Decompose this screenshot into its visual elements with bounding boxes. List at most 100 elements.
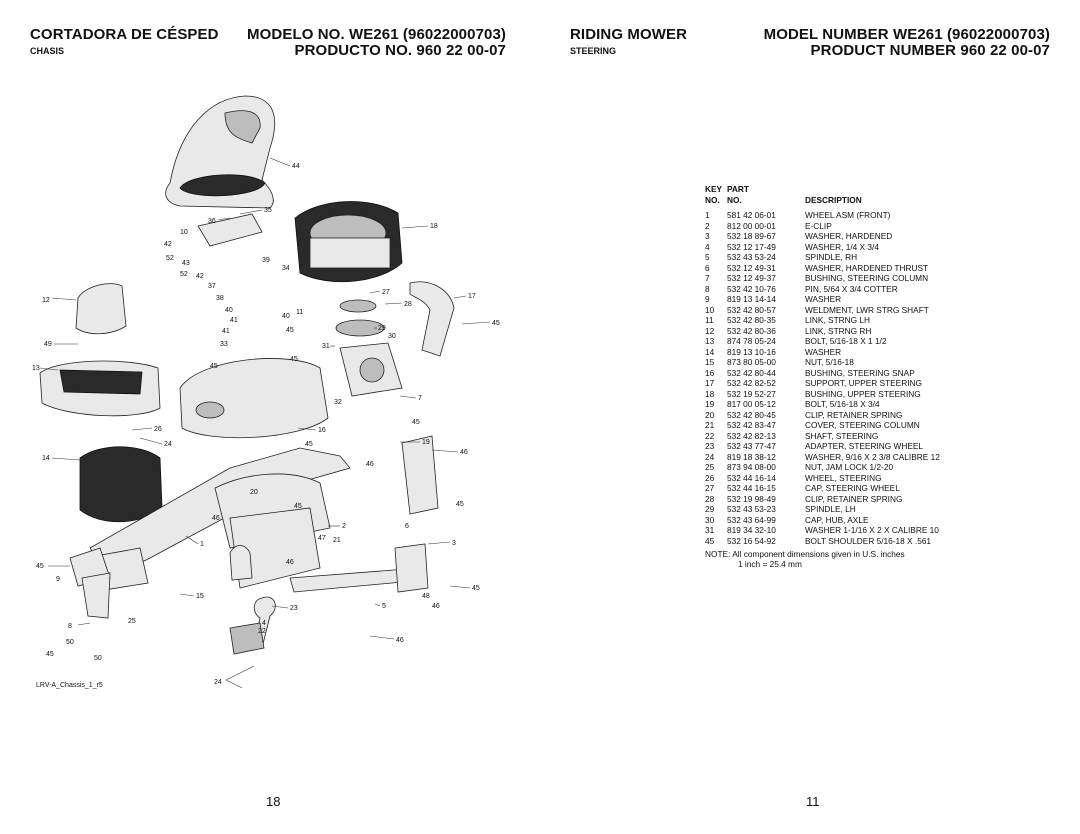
key-number-cell: 20 xyxy=(705,409,715,420)
callout-label: 11 xyxy=(296,309,303,316)
callout-label: 15 xyxy=(196,593,204,600)
description-cell: WASHER, 9/16 X 2 3/8 CALIBRE 12 xyxy=(805,451,940,462)
part-number-cell: 532 42 10-76 xyxy=(727,283,776,294)
callout-label: 45 xyxy=(305,441,313,448)
col-head-part-2: NO. xyxy=(727,195,742,205)
part-number-cell: 532 12 49-31 xyxy=(727,262,776,273)
part-number-cell: 532 12 17-49 xyxy=(727,241,776,252)
part-number-cell: 812 00 00-01 xyxy=(727,220,776,231)
key-number-cell: 31 xyxy=(705,525,715,535)
key-number-cell: 13 xyxy=(705,336,715,346)
key-number-cell: 14 xyxy=(705,346,715,357)
callout-label: 5 xyxy=(382,603,386,610)
key-number-cell: 23 xyxy=(705,441,715,451)
key-number-cell: 12 xyxy=(705,325,715,336)
part-number-cell: 532 42 80-45 xyxy=(727,409,776,420)
callout-label: 45 xyxy=(412,419,420,426)
key-number-cell: 10 xyxy=(705,304,715,315)
callout-label: 37 xyxy=(208,283,216,290)
callout-label: 49 xyxy=(44,341,52,348)
callout-label: 4 xyxy=(262,620,266,627)
description-cell: SPINDLE, RH xyxy=(805,252,858,262)
part-number-cell: 532 18 89-67 xyxy=(727,231,776,241)
callout-label: 31 xyxy=(322,343,330,350)
callout-label: 12 xyxy=(42,297,50,304)
part-number-cell: 532 43 53-24 xyxy=(727,252,776,262)
part-number-cell: 532 42 80-57 xyxy=(727,304,776,315)
callout-label: 32 xyxy=(334,399,342,406)
callout-label: 10 xyxy=(180,229,188,236)
table-row: 3 532 18 89-67 WASHER, HARDENED xyxy=(705,231,940,242)
steering-support xyxy=(401,435,439,515)
description-cell: BOLT, 5/16-18 X 1 1/2 xyxy=(805,336,887,346)
table-row: 17 532 42 82-52 SUPPORT, UPPER STEERING xyxy=(705,378,940,389)
callout-label: 22 xyxy=(258,628,266,635)
left-floor-mat xyxy=(79,446,163,523)
callout-label: 8 xyxy=(68,623,72,630)
key-number-cell: 8 xyxy=(705,283,710,294)
description-cell: SHAFT, STEERING xyxy=(805,430,879,441)
seat-pan xyxy=(197,213,263,247)
key-number-cell: 4 xyxy=(705,241,710,252)
description-cell: WASHER, HARDENED xyxy=(805,231,893,241)
key-number-cell: 3 xyxy=(705,231,710,241)
description-cell: LINK, STRNG LH xyxy=(805,315,871,325)
callout-label: 28 xyxy=(404,301,412,308)
callout-label: 45 xyxy=(46,651,54,658)
key-number-cell: 5 xyxy=(705,252,710,262)
key-number-cell: 30 xyxy=(705,514,715,525)
description-cell: WASHER 1-1/16 X 2 X CALIBRE 10 xyxy=(805,525,939,535)
callout-label: 7 xyxy=(418,395,422,402)
key-number-cell: 28 xyxy=(705,493,715,504)
part-number-cell: 532 42 80-35 xyxy=(727,315,776,325)
callout-label: 25 xyxy=(128,618,136,625)
description-cell: CLIP, RETAINER SPRING xyxy=(805,493,903,504)
part-number-cell: 532 42 82-52 xyxy=(727,378,776,388)
callout-label: 24 xyxy=(214,679,222,686)
description-cell: SUPPORT, UPPER STEERING xyxy=(805,378,922,388)
description-cell: CAP, STEERING WHEEL xyxy=(805,483,900,493)
callout-label: 43 xyxy=(182,260,190,267)
callout-label: 38 xyxy=(216,295,224,302)
description-cell: NUT, JAM LOCK 1/2-20 xyxy=(805,462,894,472)
callout-label: 46 xyxy=(366,461,374,468)
description-cell: WASHER xyxy=(805,294,842,304)
key-number-cell: 7 xyxy=(705,273,710,283)
callout-label: 50 xyxy=(94,655,102,662)
callout-label: 20 xyxy=(250,489,258,496)
description-cell: CLIP, RETAINER SPRING xyxy=(805,409,903,420)
callout-label: 45 xyxy=(294,503,302,510)
callout-label: 52 xyxy=(166,255,174,262)
callout-label: 30 xyxy=(388,333,396,340)
callout-label: 52 xyxy=(180,271,188,278)
key-number-cell: 17 xyxy=(705,378,715,388)
part-number-cell: 532 42 80-36 xyxy=(727,325,776,336)
callout-label: 16 xyxy=(318,427,326,434)
part-number-cell: 532 42 83-47 xyxy=(727,420,776,430)
callout-label: 42 xyxy=(196,273,204,280)
right-page-title: RIDING MOWER xyxy=(570,26,688,43)
description-cell: BOLT, 5/16-18 X 3/4 xyxy=(805,399,880,409)
description-cell: WHEEL ASM (FRONT) xyxy=(805,210,891,220)
callout-label: 45 xyxy=(456,501,464,508)
key-number-cell: 29 xyxy=(705,504,715,514)
callout-label: 13 xyxy=(32,365,40,372)
part-number-cell: 532 43 77-47 xyxy=(727,441,776,451)
right-page-number: 11 xyxy=(806,794,820,809)
key-number-cell: 2 xyxy=(705,220,710,231)
part-number-cell: 532 42 80-44 xyxy=(727,367,776,378)
part-number-cell: 532 43 64-99 xyxy=(727,514,776,525)
callout-label: 17 xyxy=(468,293,476,300)
